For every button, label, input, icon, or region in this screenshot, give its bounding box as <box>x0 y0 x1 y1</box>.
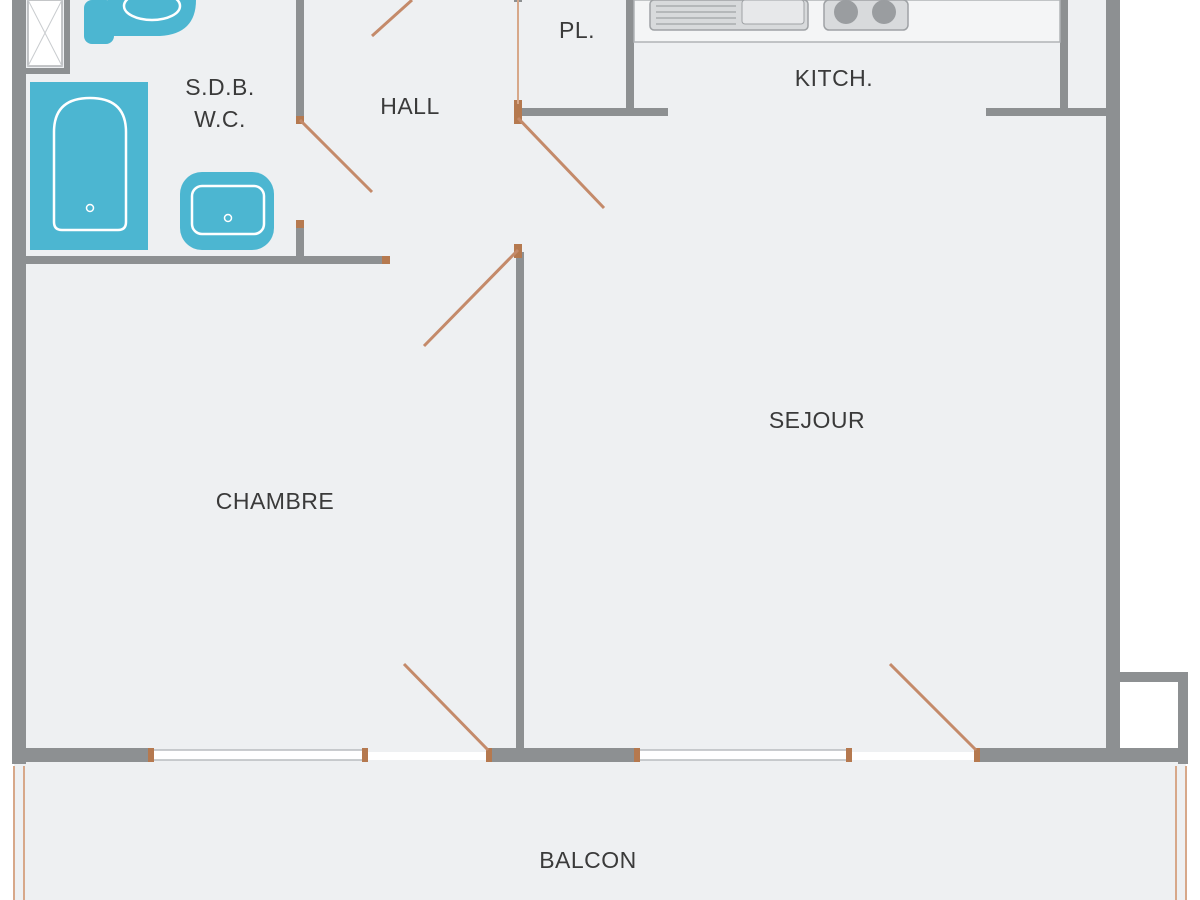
shower-partition-side <box>64 0 70 72</box>
door-bathroom <box>298 118 374 194</box>
window-jamb <box>148 748 154 762</box>
door-bedroom <box>422 248 520 348</box>
room-label-kitchen: KITCH. <box>795 65 873 91</box>
door-closet <box>516 116 606 210</box>
sink-icon <box>649 0 809 31</box>
facade-wall-1 <box>12 748 152 762</box>
apartment-floor <box>22 0 1114 752</box>
closet-kitchen-wall <box>626 0 634 112</box>
window-jamb <box>362 748 368 762</box>
room-label-living: SEJOUR <box>769 407 865 433</box>
door-entry <box>370 0 414 38</box>
window-jamb <box>846 748 852 762</box>
facade-wall-3 <box>976 748 1188 762</box>
stove-icon <box>823 0 909 31</box>
bathroom-hall-wall-stub <box>296 222 304 258</box>
pillar-right <box>1120 672 1188 682</box>
washbasin-icon <box>180 172 274 250</box>
outside-area <box>1122 0 1200 672</box>
shower-partition <box>22 68 70 74</box>
door-jamb <box>514 100 522 124</box>
door-bedroom-balcony <box>402 662 490 752</box>
window-bedroom <box>151 749 367 761</box>
pillar-right-inner <box>1128 684 1174 746</box>
shower-tray-cross <box>27 0 63 67</box>
closet-bottom-wall <box>520 108 668 116</box>
bathroom-hall-wall <box>296 0 304 120</box>
window-jamb <box>634 748 640 762</box>
room-label-closet: PL. <box>559 17 595 43</box>
room-label-wc: W.C. <box>194 106 246 132</box>
door-living-balcony <box>888 662 978 752</box>
bathtub-icon <box>30 82 148 250</box>
facade-wall-2 <box>488 748 638 762</box>
room-label-bedroom: CHAMBRE <box>216 488 335 514</box>
window-living <box>637 749 851 761</box>
door-jamb <box>974 748 980 762</box>
door-jamb <box>486 748 492 762</box>
right-wall <box>1106 0 1120 752</box>
room-label-bathroom: S.D.B. <box>185 74 254 100</box>
kitchen-side-wall <box>1060 0 1068 112</box>
pillar-right-side <box>1178 672 1188 764</box>
balcony-floor <box>14 760 1186 900</box>
kitchen-bottom-wall-right <box>986 108 1108 116</box>
toilet-icon <box>84 0 196 44</box>
left-wall <box>12 0 26 764</box>
room-label-hall: HALL <box>380 93 440 119</box>
bedroom-living-wall <box>516 252 524 754</box>
door-jamb <box>382 256 390 264</box>
room-label-balcony: BALCON <box>539 847 637 873</box>
door-jamb <box>296 220 304 228</box>
bathroom-bottom-wall <box>22 256 388 264</box>
